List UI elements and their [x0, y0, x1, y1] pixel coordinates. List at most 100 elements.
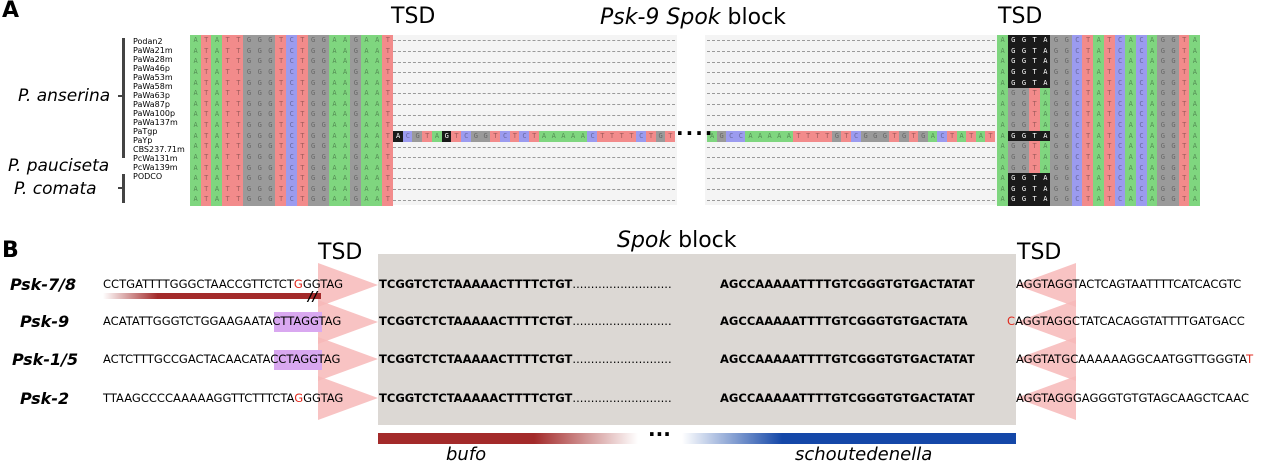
alignment-cell: A — [1039, 109, 1051, 121]
alignment-cell: A — [328, 109, 341, 121]
alignment-cell: A — [1189, 109, 1201, 121]
alignment-cell: G — [1167, 194, 1180, 206]
seq-right: AGGTAGGTACTCAGTAATTTTCATCACGTC — [1016, 277, 1242, 291]
alignment-cell: G — [350, 98, 362, 110]
species-pauciseta: P. pauciseta — [8, 156, 110, 176]
alignment-cell: G — [1018, 88, 1030, 100]
alignment-cell: A — [371, 130, 383, 142]
alignment-cell: T — [1103, 45, 1115, 57]
alignment-cell: G — [1167, 141, 1180, 153]
alignment-cell: T — [382, 77, 394, 89]
alignment-cell: A — [328, 151, 341, 163]
alignment-cell: A — [190, 173, 202, 185]
alignment-cell: C — [286, 173, 298, 185]
alignment-cell: A — [1146, 194, 1158, 206]
alignment-cell: G — [1157, 35, 1169, 47]
seq-left-a: CCTGATTTTGGGCTAACCGTTCTCT — [103, 277, 294, 291]
alignment-cell: A — [339, 66, 351, 78]
alignment-cell: T — [509, 130, 520, 142]
seq-right: AGGTATGCAAAAAAGGCAATGGTTGGGTA — [1016, 352, 1247, 366]
alignment-cell: T — [793, 130, 804, 142]
alignment-cell: G — [1167, 77, 1180, 89]
alignment-cell: A — [1093, 173, 1105, 185]
alignment-cell: T — [232, 120, 244, 132]
alignment-cell: A — [360, 109, 373, 121]
alignment-cell: T — [1029, 77, 1041, 89]
alignment-cell: C — [937, 130, 948, 142]
alignment-cell: G — [1061, 151, 1073, 163]
alignment-cell: G — [918, 130, 929, 142]
seq-left-b: GGTAG — [302, 277, 344, 291]
alignment-cell: A — [328, 120, 341, 132]
alignment-cell: T — [200, 162, 212, 174]
alignment-cell: T — [232, 88, 244, 100]
alignment-cell: T — [296, 194, 308, 206]
alignment-cell: T — [275, 141, 287, 153]
alignment-cell: G — [318, 66, 330, 78]
alignment-cell: A — [1039, 162, 1051, 174]
alignment-cell: A — [190, 88, 202, 100]
alignment-cell: C — [1071, 162, 1083, 174]
alignment-cell: G — [254, 194, 266, 206]
alignment-cell: T — [296, 130, 308, 142]
alignment-cell: T — [200, 141, 212, 153]
alignment-cell: G — [1157, 98, 1169, 110]
alignment-cell: A — [745, 130, 756, 142]
alignment-cell: G — [318, 141, 330, 153]
alignment-cell: G — [1167, 151, 1180, 163]
alignment-cell: A — [211, 141, 223, 153]
alignment-cell: A — [997, 151, 1009, 163]
alignment-cell: A — [211, 98, 223, 110]
alignment-cell: A — [211, 56, 223, 68]
alignment-cell: T — [1029, 98, 1041, 110]
alignment-cell: A — [360, 35, 373, 47]
strain-label: PcWa131m — [133, 154, 178, 163]
alignment-cell: A — [339, 183, 351, 195]
bufo-label: bufo — [446, 444, 487, 465]
strain-label: PaWa87p — [133, 100, 170, 109]
alignment-cell: C — [1114, 98, 1126, 110]
sequence-left: CCTGATTTTGGGCTAACCGTTCTCTGGGTAG — [103, 277, 343, 291]
alignment-cell: A — [1093, 120, 1105, 132]
alignment-cell: A — [1093, 88, 1105, 100]
alignment-cell: T — [296, 35, 308, 47]
alignment-cell: C — [1071, 98, 1083, 110]
alignment-cell: G — [1157, 56, 1169, 68]
alignment-cell: G — [1167, 109, 1180, 121]
alignment-cell: G — [254, 77, 266, 89]
alignment-cell: G — [470, 130, 481, 142]
alignment-cell: G — [1007, 141, 1019, 153]
alignment-cell: G — [307, 88, 319, 100]
alignment-cell: T — [1082, 77, 1094, 89]
alignment-cell: A — [538, 130, 550, 142]
alignment-cell: A — [1039, 45, 1051, 57]
alignment-cell: G — [655, 130, 666, 142]
alignment-cell: A — [1146, 88, 1158, 100]
alignment-cell: A — [1093, 56, 1105, 68]
alignment-cell: T — [382, 66, 394, 78]
species-comata: P. comata — [14, 179, 97, 199]
gap-line — [707, 157, 995, 159]
alignment-cell: T — [1103, 162, 1115, 174]
alignment-cell: G — [264, 77, 276, 89]
alignment-cell: C — [1135, 88, 1148, 100]
seq-bold-right: AGCCAAAAATTTTGTCGGGTGTGACTATAT — [720, 391, 975, 405]
alignment-cell: C — [286, 77, 298, 89]
alignment-cell: G — [254, 98, 266, 110]
alignment-cell: G — [1018, 130, 1030, 142]
alignment-cell: A — [328, 130, 341, 142]
alignment-cell: G — [1157, 151, 1169, 163]
alignment-cell: T — [382, 173, 394, 185]
alignment-cell: T — [1178, 173, 1190, 185]
gap-line — [393, 61, 675, 63]
alignment-cell: A — [339, 194, 351, 206]
seq-left-b: GGTAG — [303, 391, 344, 405]
alignment-cell: G — [264, 194, 276, 206]
alignment-cell: C — [1114, 151, 1126, 163]
alignment-cell: T — [1029, 194, 1041, 206]
alignment-cell: T — [232, 35, 244, 47]
alignment-cell: A — [997, 120, 1009, 132]
alignment-cell: G — [254, 35, 266, 47]
alignment-cell: T — [1178, 130, 1190, 142]
alignment-cell: A — [211, 173, 223, 185]
